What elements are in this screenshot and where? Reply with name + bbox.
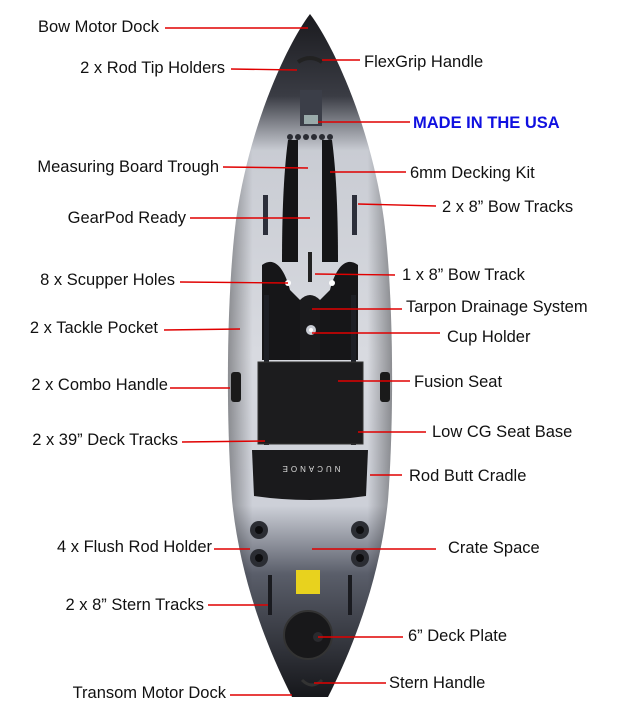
decking-left: [282, 140, 298, 262]
label-rod-tip-holders: 2 x Rod Tip Holders: [80, 59, 225, 77]
label-deck-plate: 6” Deck Plate: [408, 627, 508, 645]
stern-track-right: [348, 575, 352, 615]
combo-handle-left: [231, 372, 241, 402]
scupper-pad: [262, 261, 300, 360]
leader-lines: [163, 27, 440, 696]
label-bow-motor-dock: Bow Motor Dock: [37, 18, 159, 36]
label-decking-kit: 6mm Decking Kit: [410, 164, 535, 182]
label-tarpon-drainage: Tarpon Drainage System: [406, 298, 588, 316]
flexgrip-handle-shape: [296, 56, 324, 64]
deck-plate: [283, 610, 333, 660]
combo-handle-right: [380, 372, 390, 402]
label-tackle-pocket: 2 x Tackle Pocket: [29, 319, 158, 337]
flush-rod-holders: [250, 521, 369, 567]
stern-track-left: [268, 575, 272, 615]
label-stern-handle: Stern Handle: [389, 674, 486, 692]
label-flexgrip-handle: FlexGrip Handle: [364, 53, 484, 71]
label-scupper-holes: 8 x Scupper Holes: [40, 271, 175, 289]
bow-track-right: [352, 195, 357, 235]
label-transom-motor-dock: Transom Motor Dock: [72, 684, 226, 702]
label-bow-tracks: 2 x 8” Bow Tracks: [442, 198, 574, 216]
label-bow-track: 1 x 8” Bow Track: [402, 266, 525, 284]
label-measuring-board-trough: Measuring Board Trough: [37, 158, 219, 176]
stern-handle-shape: [300, 678, 324, 687]
label-gearpod-ready: GearPod Ready: [67, 209, 186, 227]
label-deck-tracks: 2 x 39” Deck Tracks: [32, 431, 178, 449]
label-fusion-seat: Fusion Seat: [414, 373, 503, 391]
label-crate-space: Crate Space: [448, 539, 540, 557]
usa-flag-plate: [304, 115, 318, 124]
label-low-cg-seat-base: Low CG Seat Base: [432, 423, 573, 441]
bow-track-left: [263, 195, 268, 235]
label-combo-handle: 2 x Combo Handle: [31, 376, 168, 394]
label-flush-rod-holder: 4 x Flush Rod Holder: [57, 538, 212, 556]
label-rod-butt-cradle: Rod Butt Cradle: [409, 467, 527, 485]
seat-brand-mark: NUCANOE: [279, 464, 340, 473]
label-stern-tracks: 2 x 8” Stern Tracks: [65, 596, 204, 614]
decking-right: [322, 140, 338, 262]
label-cup-holder: Cup Holder: [447, 328, 531, 346]
scupper-hole: [329, 280, 335, 286]
label-made-in-usa: MADE IN THE USA: [413, 114, 560, 132]
caution-sticker: [296, 570, 320, 594]
fusion-seat: [257, 361, 364, 445]
center-bow-track: [308, 252, 312, 282]
seat-base: [252, 450, 368, 500]
